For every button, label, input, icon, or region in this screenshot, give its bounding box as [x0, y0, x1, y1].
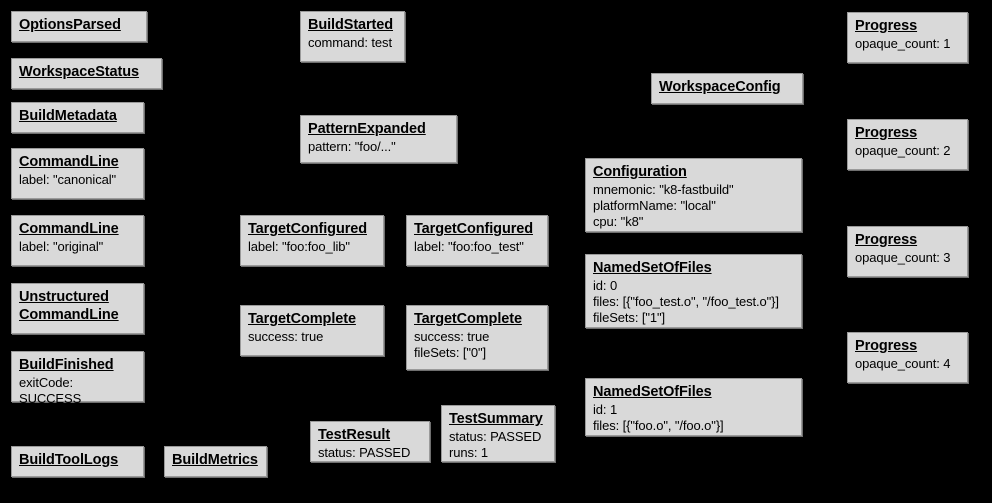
- node-title: Progress: [855, 232, 918, 248]
- node-build-tool-logs[interactable]: BuildToolLogs: [11, 446, 144, 477]
- node-title: TargetConfigured: [248, 221, 367, 237]
- node-fields: label: "foo:foo_lib": [248, 239, 350, 254]
- node-command-line-original[interactable]: CommandLine label: "original": [11, 215, 144, 266]
- node-fields: mnemonic: "k8-fastbuild" platformName: "…: [593, 182, 734, 229]
- node-title: CommandLine: [19, 154, 119, 170]
- node-target-complete-lib[interactable]: TargetComplete success: true: [240, 305, 384, 356]
- node-title: Unstructured CommandLine: [19, 289, 119, 323]
- node-progress-2[interactable]: Progress opaque_count: 2: [847, 119, 968, 170]
- node-progress-3[interactable]: Progress opaque_count: 3: [847, 226, 968, 277]
- node-fields: success: true fileSets: ["0"]: [414, 329, 490, 360]
- node-build-finished[interactable]: BuildFinished exitCode: SUCCESS: [11, 351, 144, 406]
- node-title: BuildFinished: [19, 357, 114, 373]
- node-target-configured-foo-lib[interactable]: TargetConfigured label: "foo:foo_lib": [240, 215, 384, 266]
- node-progress-1[interactable]: Progress opaque_count: 1: [847, 12, 968, 63]
- node-fields: label: "original": [19, 239, 104, 254]
- node-command-line-canonical[interactable]: CommandLine label: "canonical": [11, 148, 144, 199]
- node-title: NamedSetOfFiles: [593, 384, 712, 400]
- node-workspace-status[interactable]: WorkspaceStatus: [11, 58, 162, 89]
- node-options-parsed[interactable]: OptionsParsed: [11, 11, 147, 42]
- node-fields: id: 0 files: [{"foo_test.o", "/foo_test.…: [593, 278, 779, 325]
- node-target-complete-test[interactable]: TargetComplete success: true fileSets: ["…: [406, 305, 548, 370]
- node-title: Progress: [855, 338, 918, 354]
- node-configuration[interactable]: Configuration mnemonic: "k8-fastbuild" pl…: [585, 158, 802, 232]
- node-title: TargetComplete: [248, 311, 356, 327]
- node-build-metrics[interactable]: BuildMetrics: [164, 446, 267, 477]
- node-fields: exitCode: SUCCESS: [19, 375, 82, 406]
- node-fields: opaque_count: 3: [855, 250, 951, 265]
- node-fields: id: 1 files: [{"foo.o", "/foo.o"}]: [593, 402, 724, 433]
- node-workspace-config[interactable]: WorkspaceConfig: [651, 73, 803, 104]
- node-fields: status: PASSED runs: 1: [449, 429, 542, 460]
- node-title: NamedSetOfFiles: [593, 260, 712, 276]
- node-fields: success: true: [248, 329, 324, 344]
- node-fields: opaque_count: 1: [855, 36, 951, 51]
- node-title: TargetConfigured: [414, 221, 533, 237]
- node-title: Progress: [855, 18, 918, 34]
- node-title: PatternExpanded: [308, 121, 426, 137]
- node-title: TestSummary: [449, 411, 543, 427]
- node-title: CommandLine: [19, 221, 119, 237]
- node-test-summary[interactable]: TestSummary status: PASSED runs: 1: [441, 405, 555, 462]
- node-build-started[interactable]: BuildStarted command: test: [300, 11, 405, 62]
- node-fields: opaque_count: 4: [855, 356, 951, 371]
- node-progress-4[interactable]: Progress opaque_count: 4: [847, 332, 968, 383]
- node-fields: label: "canonical": [19, 172, 117, 187]
- node-title: OptionsParsed: [19, 17, 121, 33]
- node-title: TargetComplete: [414, 311, 522, 327]
- node-title: BuildStarted: [308, 17, 394, 33]
- node-title: TestResult: [318, 427, 391, 443]
- node-fields: opaque_count: 2: [855, 143, 951, 158]
- node-named-set-of-files-1[interactable]: NamedSetOfFiles id: 1 files: [{"foo.o", "…: [585, 378, 802, 436]
- node-unstructured-command-line[interactable]: Unstructured CommandLine: [11, 283, 144, 334]
- node-fields: status: PASSED: [318, 445, 411, 460]
- node-fields: command: test: [308, 35, 392, 50]
- node-title: BuildMetrics: [172, 452, 258, 468]
- node-title: Progress: [855, 125, 918, 141]
- node-title: Configuration: [593, 164, 687, 180]
- node-title: BuildToolLogs: [19, 452, 119, 468]
- node-fields: pattern: "foo/...": [308, 139, 396, 154]
- node-title: WorkspaceStatus: [19, 64, 139, 80]
- node-title: BuildMetadata: [19, 108, 117, 124]
- node-fields: label: "foo:foo_test": [414, 239, 524, 254]
- node-named-set-of-files-0[interactable]: NamedSetOfFiles id: 0 files: [{"foo_test.…: [585, 254, 802, 328]
- node-pattern-expanded[interactable]: PatternExpanded pattern: "foo/...": [300, 115, 457, 163]
- node-test-result[interactable]: TestResult status: PASSED: [310, 421, 430, 462]
- node-target-configured-foo-test[interactable]: TargetConfigured label: "foo:foo_test": [406, 215, 548, 266]
- node-build-metadata[interactable]: BuildMetadata: [11, 102, 144, 133]
- node-title: WorkspaceConfig: [659, 79, 781, 95]
